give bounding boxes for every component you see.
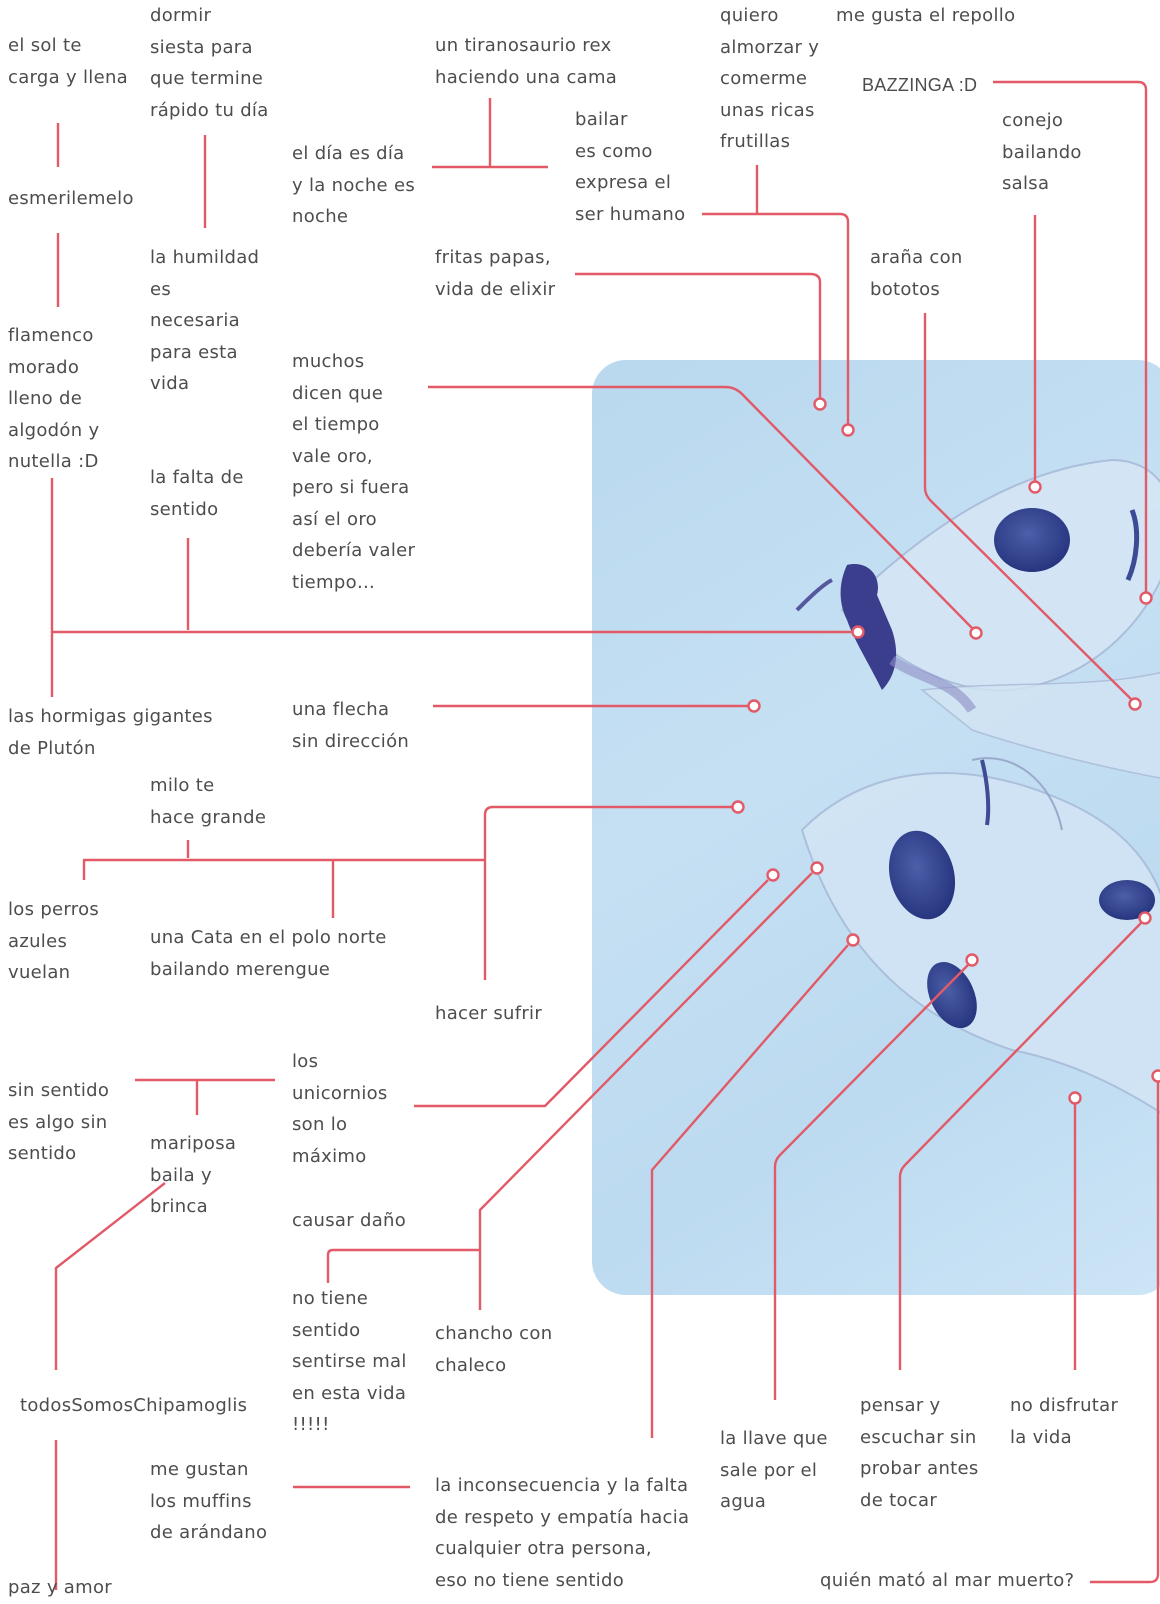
connector-end-chancho bbox=[812, 863, 823, 874]
connector-inconsecuencia bbox=[652, 945, 848, 1438]
label-sufrir: hacer sufrir bbox=[435, 998, 542, 1030]
label-bazzinga: BAZZINGA :D bbox=[862, 70, 977, 102]
label-paz: paz y amor bbox=[8, 1572, 112, 1604]
connector-tiempo bbox=[428, 387, 972, 628]
connector-end-pensar bbox=[1140, 913, 1151, 924]
connector-end-bailar bbox=[843, 425, 854, 436]
label-chipamoglis: todosSomosChipamoglis bbox=[20, 1390, 247, 1422]
connector-fritas bbox=[575, 274, 820, 398]
connector-end-conejo bbox=[1030, 482, 1041, 493]
label-repollo: me gusta el repollo bbox=[836, 0, 1015, 32]
connector-end-unicornios bbox=[768, 870, 779, 881]
connector-no-tiene bbox=[328, 1250, 480, 1283]
connector-arana bbox=[925, 313, 1131, 699]
label-fritas: fritas papas,vida de elixir bbox=[435, 242, 555, 305]
connector-end-arana bbox=[1130, 699, 1141, 710]
connector-mariposa-chipamoglis bbox=[56, 1183, 165, 1370]
connector-end-disfrutar bbox=[1070, 1093, 1081, 1104]
connector-end-llave bbox=[967, 955, 978, 966]
connector-unicornios bbox=[414, 880, 768, 1106]
connector-mar-muerto bbox=[1090, 1082, 1158, 1582]
label-mar-muerto: quién mató al mar muerto? bbox=[820, 1565, 1074, 1597]
connector-end-sufrir bbox=[733, 802, 744, 813]
label-esmerilemelo: esmerilemelo bbox=[8, 183, 134, 215]
connector-end-tiempo bbox=[971, 628, 982, 639]
connector-end-flecha bbox=[749, 701, 760, 712]
connector-end-bazzinga bbox=[1141, 593, 1152, 604]
connector-end-mar-muerto bbox=[1153, 1071, 1160, 1082]
connector-bailar-cell bbox=[702, 214, 848, 424]
connector-pensar bbox=[900, 923, 1141, 1370]
connector-end-inconsecuencia bbox=[848, 935, 859, 946]
connector-end-fritas bbox=[815, 399, 826, 410]
connector-chancho bbox=[480, 873, 812, 1310]
connector-end-hub bbox=[853, 627, 864, 638]
connector-milo-bar bbox=[84, 860, 485, 880]
label-dano: causar daño bbox=[292, 1205, 406, 1237]
connector-llave bbox=[775, 965, 968, 1400]
